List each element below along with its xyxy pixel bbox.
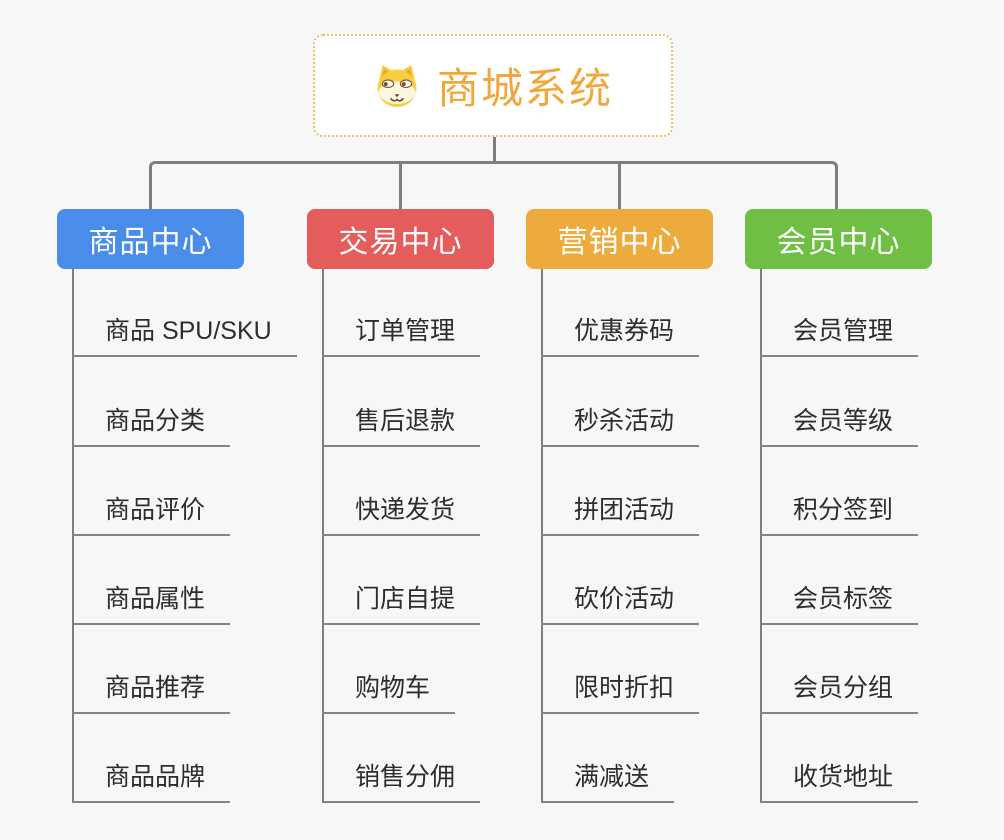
dog-face-icon <box>377 64 417 107</box>
leaf-node[interactable]: 销售分佣 <box>322 761 481 803</box>
leaf-node[interactable]: 会员标签 <box>760 583 919 625</box>
connector-drop-3 <box>618 161 621 209</box>
connector-elbow-left <box>149 161 241 209</box>
connector-elbow-right <box>748 161 838 209</box>
branch-label: 交易中心 <box>338 226 463 259</box>
leaf-node[interactable]: 优惠券码 <box>541 315 700 357</box>
leaf-node[interactable]: 会员等级 <box>760 405 919 447</box>
leaf-node[interactable]: 砍价活动 <box>541 583 700 625</box>
branch-node-trade-center[interactable]: 交易中心 <box>307 209 494 269</box>
root-stem-connector <box>493 137 496 163</box>
leaf-node[interactable]: 商品评价 <box>72 494 231 536</box>
branch-label: 商品中心 <box>88 226 213 259</box>
branch-node-product-center[interactable]: 商品中心 <box>57 209 244 269</box>
leaf-node[interactable]: 订单管理 <box>322 315 481 357</box>
leaf-node[interactable]: 收货地址 <box>760 761 919 803</box>
leaf-node[interactable]: 秒杀活动 <box>541 405 700 447</box>
branch-node-marketing-center[interactable]: 营销中心 <box>526 209 713 269</box>
leaf-node[interactable]: 购物车 <box>322 672 456 714</box>
leaf-node[interactable]: 拼团活动 <box>541 494 700 536</box>
leaf-node[interactable]: 满减送 <box>541 761 675 803</box>
leaf-node[interactable]: 商品 SPU/SKU <box>72 315 297 357</box>
leaf-node[interactable]: 商品推荐 <box>72 672 231 714</box>
root-node-label: 商城系统 <box>436 65 613 112</box>
leaf-node[interactable]: 会员分组 <box>760 672 919 714</box>
leaf-node[interactable]: 商品分类 <box>72 405 231 447</box>
leaf-node[interactable]: 商品品牌 <box>72 761 231 803</box>
branch-node-member-center[interactable]: 会员中心 <box>745 209 932 269</box>
connector-drop-2 <box>399 161 402 209</box>
leaf-node[interactable]: 门店自提 <box>322 583 481 625</box>
branch-label: 营销中心 <box>557 226 682 259</box>
leaf-node[interactable]: 快递发货 <box>322 494 481 536</box>
leaf-node[interactable]: 会员管理 <box>760 315 919 357</box>
leaf-node[interactable]: 积分签到 <box>760 494 919 536</box>
leaf-node[interactable]: 售后退款 <box>322 405 481 447</box>
root-node[interactable]: 商城系统 <box>313 34 673 137</box>
connector-horizontal <box>239 161 750 164</box>
branch-label: 会员中心 <box>776 226 901 259</box>
leaf-node[interactable]: 限时折扣 <box>541 672 700 714</box>
leaf-node[interactable]: 商品属性 <box>72 583 231 625</box>
